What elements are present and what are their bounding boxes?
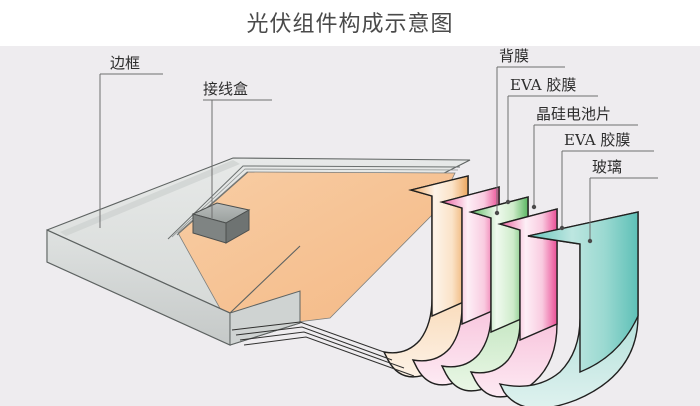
callout-label-eva-rear: EVA 胶膜 xyxy=(510,76,577,94)
layer-edges-under-frame xyxy=(231,321,415,377)
title-band xyxy=(0,0,700,46)
callout-label-glass: 玻璃 xyxy=(592,158,623,176)
layer-front-glass xyxy=(498,211,639,406)
layer-eva-rear xyxy=(411,186,500,386)
callout-label-junction-box: 接线盒 xyxy=(203,80,249,98)
layer-silicon-cells xyxy=(440,196,529,392)
callout-leaders xyxy=(99,66,658,241)
aluminum-frame xyxy=(46,157,471,346)
page-title: 光伏组件构成示意图 xyxy=(246,12,454,37)
callout-endpoints xyxy=(494,199,593,244)
callout-label-cells: 晶硅电池片 xyxy=(536,105,612,123)
layer-back-film xyxy=(382,175,469,378)
callout-label-frame: 边框 xyxy=(110,54,141,72)
layer-eva-front xyxy=(469,208,558,398)
callout-label-backsheet: 背膜 xyxy=(499,47,530,65)
junction-box xyxy=(191,202,251,244)
callout-label-eva-front: EVA 胶膜 xyxy=(564,131,631,149)
